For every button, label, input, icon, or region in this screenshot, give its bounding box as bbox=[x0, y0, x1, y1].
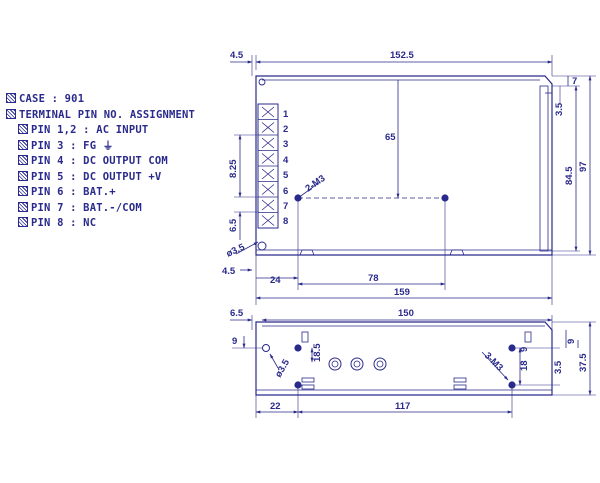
pin-item: PIN 5 : DC OUTPUT +V bbox=[6, 170, 206, 186]
dim-label: ø3.5 bbox=[273, 357, 292, 380]
checkbox-icon bbox=[18, 124, 28, 134]
screw-hole bbox=[508, 381, 516, 389]
pin-item: PIN 4 : DC OUTPUT COM bbox=[6, 154, 206, 170]
dim-label: 6.5 bbox=[228, 218, 239, 232]
terminal-numbers: 1 2 3 4 5 6 7 8 bbox=[283, 109, 289, 227]
terminal-number: 2 bbox=[283, 124, 288, 135]
dim-label: 22 bbox=[270, 401, 281, 412]
pin-item: PIN 8 : NC bbox=[6, 216, 206, 232]
pin-item: PIN 1,2 : AC INPUT bbox=[6, 123, 206, 139]
dim-label: 84.5 bbox=[564, 166, 575, 185]
dim-label: ø3.5 bbox=[225, 241, 248, 259]
terminal-number: 6 bbox=[283, 186, 288, 197]
dim-label: 4.5 bbox=[222, 266, 236, 277]
checkbox-icon bbox=[18, 170, 28, 181]
checkbox-icon bbox=[18, 186, 28, 196]
dim-label: 97 bbox=[578, 161, 589, 172]
indicator-circle bbox=[328, 357, 342, 371]
dim-label: 24 bbox=[270, 275, 281, 286]
terminal-number: 8 bbox=[283, 216, 288, 227]
checkbox-icon bbox=[6, 93, 16, 103]
case-line: CASE : 901 bbox=[6, 92, 206, 108]
case-outline bbox=[255, 75, 553, 256]
dim-label: 3.5 bbox=[554, 102, 565, 116]
dim-label: 18.5 bbox=[312, 343, 323, 362]
screw-hole bbox=[294, 344, 302, 352]
dim-label: 152.5 bbox=[390, 50, 414, 61]
side-view bbox=[230, 315, 596, 418]
terminal-number: 1 bbox=[283, 109, 289, 120]
dim-label: 9 bbox=[232, 336, 237, 347]
terminal-number: 3 bbox=[283, 139, 288, 150]
pin-item: PIN 7 : BAT.-/COM bbox=[6, 201, 206, 217]
top-view bbox=[230, 55, 596, 305]
indicator-circle bbox=[373, 357, 387, 371]
terminal-number: 7 bbox=[283, 201, 288, 212]
terminal-number: 5 bbox=[283, 170, 289, 181]
pin-item: PIN 3 : FG ⏚ bbox=[6, 139, 206, 155]
side-case-outline bbox=[255, 321, 553, 396]
dim-label: 65 bbox=[385, 132, 396, 143]
mount-hole bbox=[262, 344, 270, 352]
dim-label: 6.5 bbox=[230, 308, 244, 319]
dim-label: 9 bbox=[566, 339, 577, 344]
dim-label: 9 bbox=[519, 347, 530, 352]
checkbox-icon bbox=[18, 155, 28, 165]
dim-label: 37.5 bbox=[578, 353, 589, 372]
dim-label: 4.5 bbox=[230, 50, 244, 61]
dim-label: 150 bbox=[398, 308, 414, 319]
pin-assignment-legend: CASE : 901 TERMINAL PIN NO. ASSIGNMENT P… bbox=[6, 92, 206, 232]
dim-label: 8.25 bbox=[228, 159, 239, 178]
dim-label: 7 bbox=[572, 76, 577, 87]
dim-label: 159 bbox=[394, 287, 410, 298]
dim-label: 78 bbox=[368, 273, 379, 284]
terminal-number: 4 bbox=[283, 155, 289, 166]
pin-item: PIN 6 : BAT.+ bbox=[6, 185, 206, 201]
screw-label: 3-M3 bbox=[482, 350, 505, 373]
screw-hole bbox=[508, 344, 516, 352]
dim-label: 117 bbox=[395, 401, 410, 412]
terminal-title: TERMINAL PIN NO. ASSIGNMENT bbox=[6, 108, 206, 124]
checkbox-icon bbox=[6, 108, 16, 119]
indicator-circle bbox=[350, 357, 364, 371]
checkbox-icon bbox=[18, 201, 28, 212]
checkbox-icon bbox=[18, 139, 28, 150]
dim-label: 18 bbox=[519, 360, 530, 371]
dim-label: 3.5 bbox=[553, 360, 564, 374]
screw-label: 2-M3 bbox=[303, 173, 327, 194]
checkbox-icon bbox=[18, 217, 28, 227]
screw-hole bbox=[294, 381, 302, 389]
